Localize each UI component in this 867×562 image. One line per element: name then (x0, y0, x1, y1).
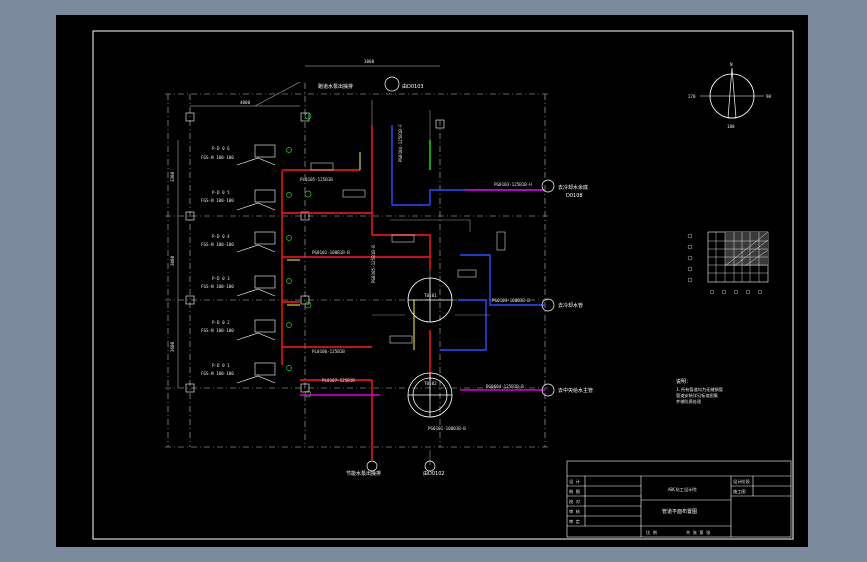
tank-top (407, 277, 453, 323)
pipe-label: PG0104-125B1B-F (398, 124, 403, 162)
compass-w: 270 (688, 94, 696, 99)
pipe-label: PG0101-100B1B-B (428, 426, 466, 431)
label-outlet-1b: D0108 (566, 193, 583, 199)
pump-model: FGS-N 100-100 (201, 198, 234, 203)
notes-line: 1.所有管道均为无缝钢管 (676, 386, 723, 393)
yellow-pipes (287, 152, 415, 350)
dim-left-1: 3300 (170, 171, 175, 182)
pipe-label: PG0101-100B1B-B (312, 250, 350, 255)
tb-row: 校 对 (569, 498, 580, 505)
notes-line: 管道安装详见标准图集 (676, 392, 719, 399)
red-pipes (281, 125, 431, 460)
dimension-lines (177, 65, 440, 388)
pipe-label: PL0106-125B1B (312, 349, 345, 354)
pump-tag: P-D 0 5 (212, 190, 230, 195)
notes-title: 说明： (676, 378, 691, 385)
compass-e: 90 (766, 94, 772, 99)
label-outlet-3: 去中央给水主管 (558, 387, 593, 394)
drawing-canvas: 3000 4000 3300 3000 3600 P-D 0 6 FGS-N 1… (92, 30, 794, 540)
tb-scale: 比 例 (646, 529, 657, 536)
notes-line: 并做防腐处理 (676, 398, 702, 405)
pump-tag: P-D 0 4 (212, 234, 230, 239)
dim-left-2: 3000 (170, 255, 175, 266)
magenta-pipes (300, 189, 545, 396)
pump-tag: P-D 0 1 (212, 363, 230, 368)
pump-model: FGS-N 100-100 (201, 328, 234, 333)
pipe-label: PL0107-125B1B (322, 378, 355, 383)
pump-tag: P-D 0 6 (212, 146, 230, 151)
tb-right: 施工图 (733, 488, 746, 495)
grid-lines (165, 83, 548, 448)
tb-row: 设 计 (569, 478, 580, 485)
pump-tag: P-D 0 2 (212, 320, 230, 325)
column-markers (185, 112, 445, 393)
dim-left-3: 3600 (170, 341, 175, 352)
instrument-boxes (310, 162, 506, 344)
tb-sheet: 共 张 第 张 (686, 529, 711, 536)
valve-symbols (286, 112, 312, 398)
title-block (566, 460, 792, 538)
dim-top: 3000 (364, 59, 375, 64)
tb-row: 制 图 (569, 488, 580, 495)
pump-group (236, 144, 276, 384)
dim-width-top: 4000 (240, 100, 251, 105)
key-plan (687, 231, 769, 295)
label-drain-bottom: 节能水泵出操排 (346, 470, 381, 477)
label-to-bottom: 由D0102 (423, 470, 445, 477)
compass (700, 67, 764, 119)
pipe-label: PL0105-125B1B (300, 177, 333, 182)
tank-bottom (407, 372, 453, 418)
tb-row: 审 核 (569, 508, 581, 515)
compass-n: N (730, 62, 733, 67)
drawing-frame (92, 30, 794, 540)
pipe-label: PG0105-125B1B-B (371, 245, 376, 283)
tb-drawing: 管道平面布置图 (662, 508, 697, 515)
pipe-label: BG0604-125B1B-B (486, 384, 524, 389)
compass-s: 180 (727, 124, 735, 129)
pump-model: FGS-N 100-100 (201, 155, 234, 160)
endpoint-markers (366, 76, 555, 472)
tb-row: 审 定 (569, 518, 580, 525)
label-to-top: 由D0103 (402, 83, 424, 90)
pump-tag: P-D 0 3 (212, 276, 230, 281)
pipe-label: PG0103-100B1B-B (492, 298, 530, 303)
label-outlet-1: 去冷却水余底 (558, 184, 588, 191)
pump-labels: P-D 0 6 FGS-N 100-100 P-D 0 5 FGS-N 100-… (201, 146, 234, 376)
label-drain-top: 跑道水泵出操排 (318, 83, 353, 90)
cad-viewport[interactable]: 3000 4000 3300 3000 3600 P-D 0 6 FGS-N 1… (56, 15, 808, 547)
aux-lines (371, 100, 490, 465)
label-outlet-2: 去冷却水管 (558, 302, 583, 309)
pipe-label: PG0103-125B1B-H (494, 182, 532, 187)
pump-model: FGS-N 100-100 (201, 284, 234, 289)
pump-model: FGS-N 100-100 (201, 371, 234, 376)
tb-right: 设计阶段 (733, 478, 751, 485)
tank-bottom-label: T0102 (424, 381, 437, 386)
tank-top-label: T0101 (424, 293, 437, 298)
pump-model: FGS-N 100-100 (201, 242, 234, 247)
tb-project: ABC化工设计院 (668, 486, 697, 493)
